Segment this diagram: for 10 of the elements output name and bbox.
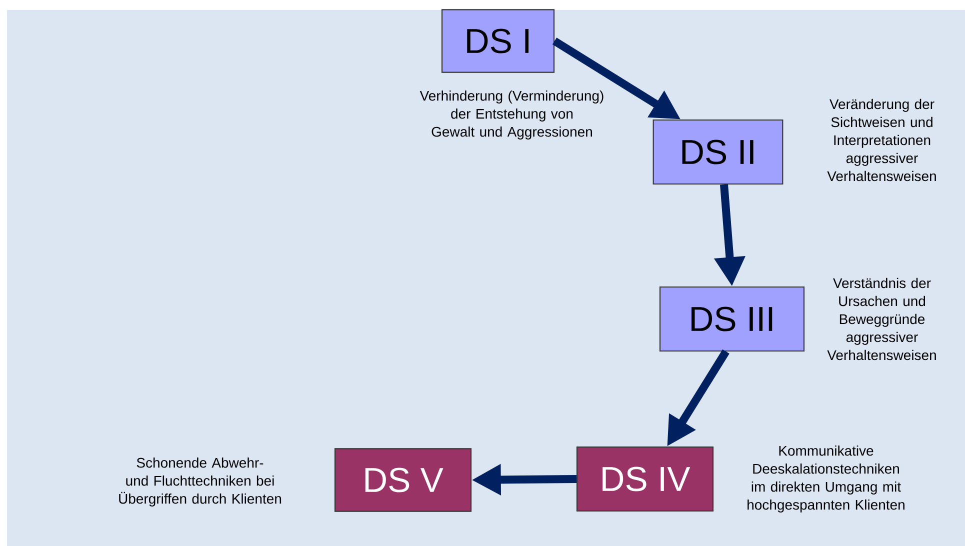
stage-description: Verhinderung (Verminderung) der Entstehung von Gewalt und Aggressionen xyxy=(420,90,604,140)
stage-description: Kommunikative Deeskalationstechniken im direkten Umgang mit hochgespannten Klienten xyxy=(748,445,904,513)
stage-box: DS V xyxy=(334,448,472,512)
stage-box: DS III xyxy=(659,286,805,352)
stage-description: Verständnis der Ursachen und Beweggründe aggressiver Verhaltensweisen xyxy=(827,278,936,360)
stage-box: DS I xyxy=(441,9,555,73)
stage-description: Veränderung der Sichtweisen und Interpretationen aggressiver Verhaltensweisen xyxy=(827,98,936,182)
stage-description: Schonende Abwehr- und Fluchttechniken bei Übergriffen durch Klienten xyxy=(119,457,282,507)
stage-box: DS II xyxy=(652,119,784,185)
stage-box: DS IV xyxy=(576,446,714,512)
